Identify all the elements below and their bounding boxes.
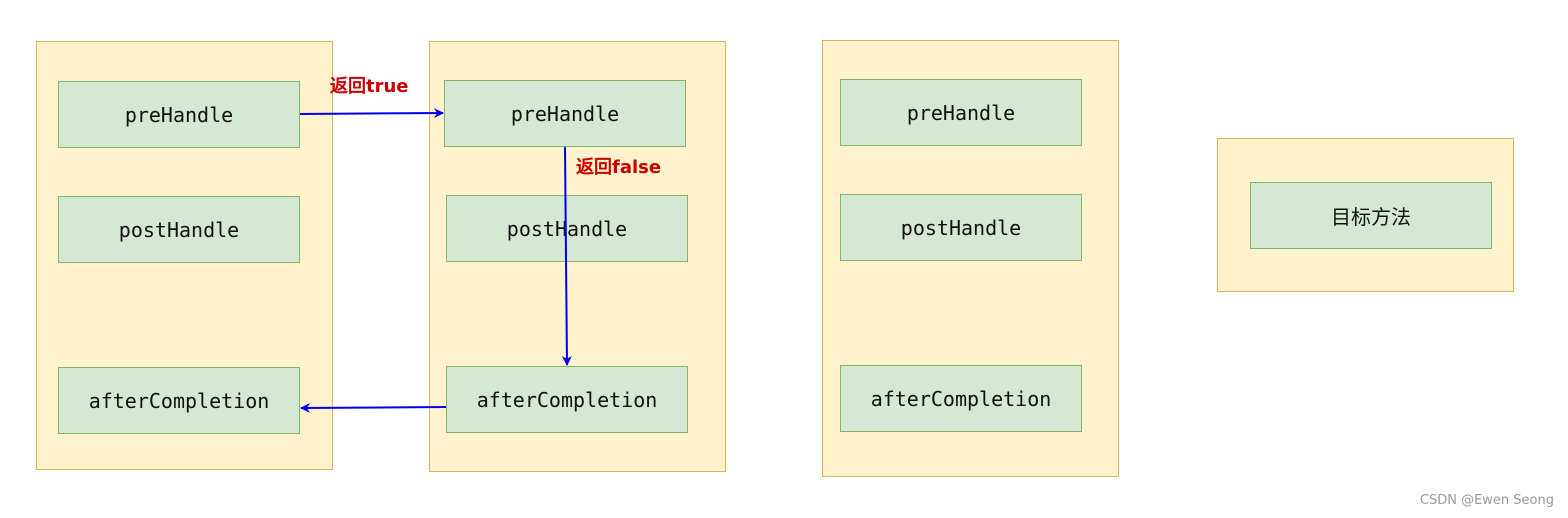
posthandle-node-1: postHandle [58, 196, 300, 263]
edge-label-return-true: 返回true [330, 76, 409, 97]
target-method-node: 目标方法 [1250, 182, 1492, 249]
prehandle-node-1: preHandle [58, 81, 300, 148]
edge-label-return-false: 返回false [576, 157, 662, 178]
arrow-aftercompletion-to-aftercompletion [300, 402, 447, 413]
aftercompletion-node-2: afterCompletion [446, 366, 688, 433]
arrow-prehandle-to-prehandle [299, 108, 444, 119]
posthandle-node-2: postHandle [446, 195, 688, 262]
prehandle-node-3: preHandle [840, 79, 1082, 146]
aftercompletion-node-1: afterCompletion [58, 367, 300, 434]
prehandle-node-2: preHandle [444, 80, 686, 147]
arrow-prehandle-to-aftercompletion [561, 146, 572, 366]
watermark: CSDN @Ewen Seong [1419, 493, 1554, 508]
posthandle-node-3: postHandle [840, 194, 1082, 261]
aftercompletion-node-3: afterCompletion [840, 365, 1082, 432]
